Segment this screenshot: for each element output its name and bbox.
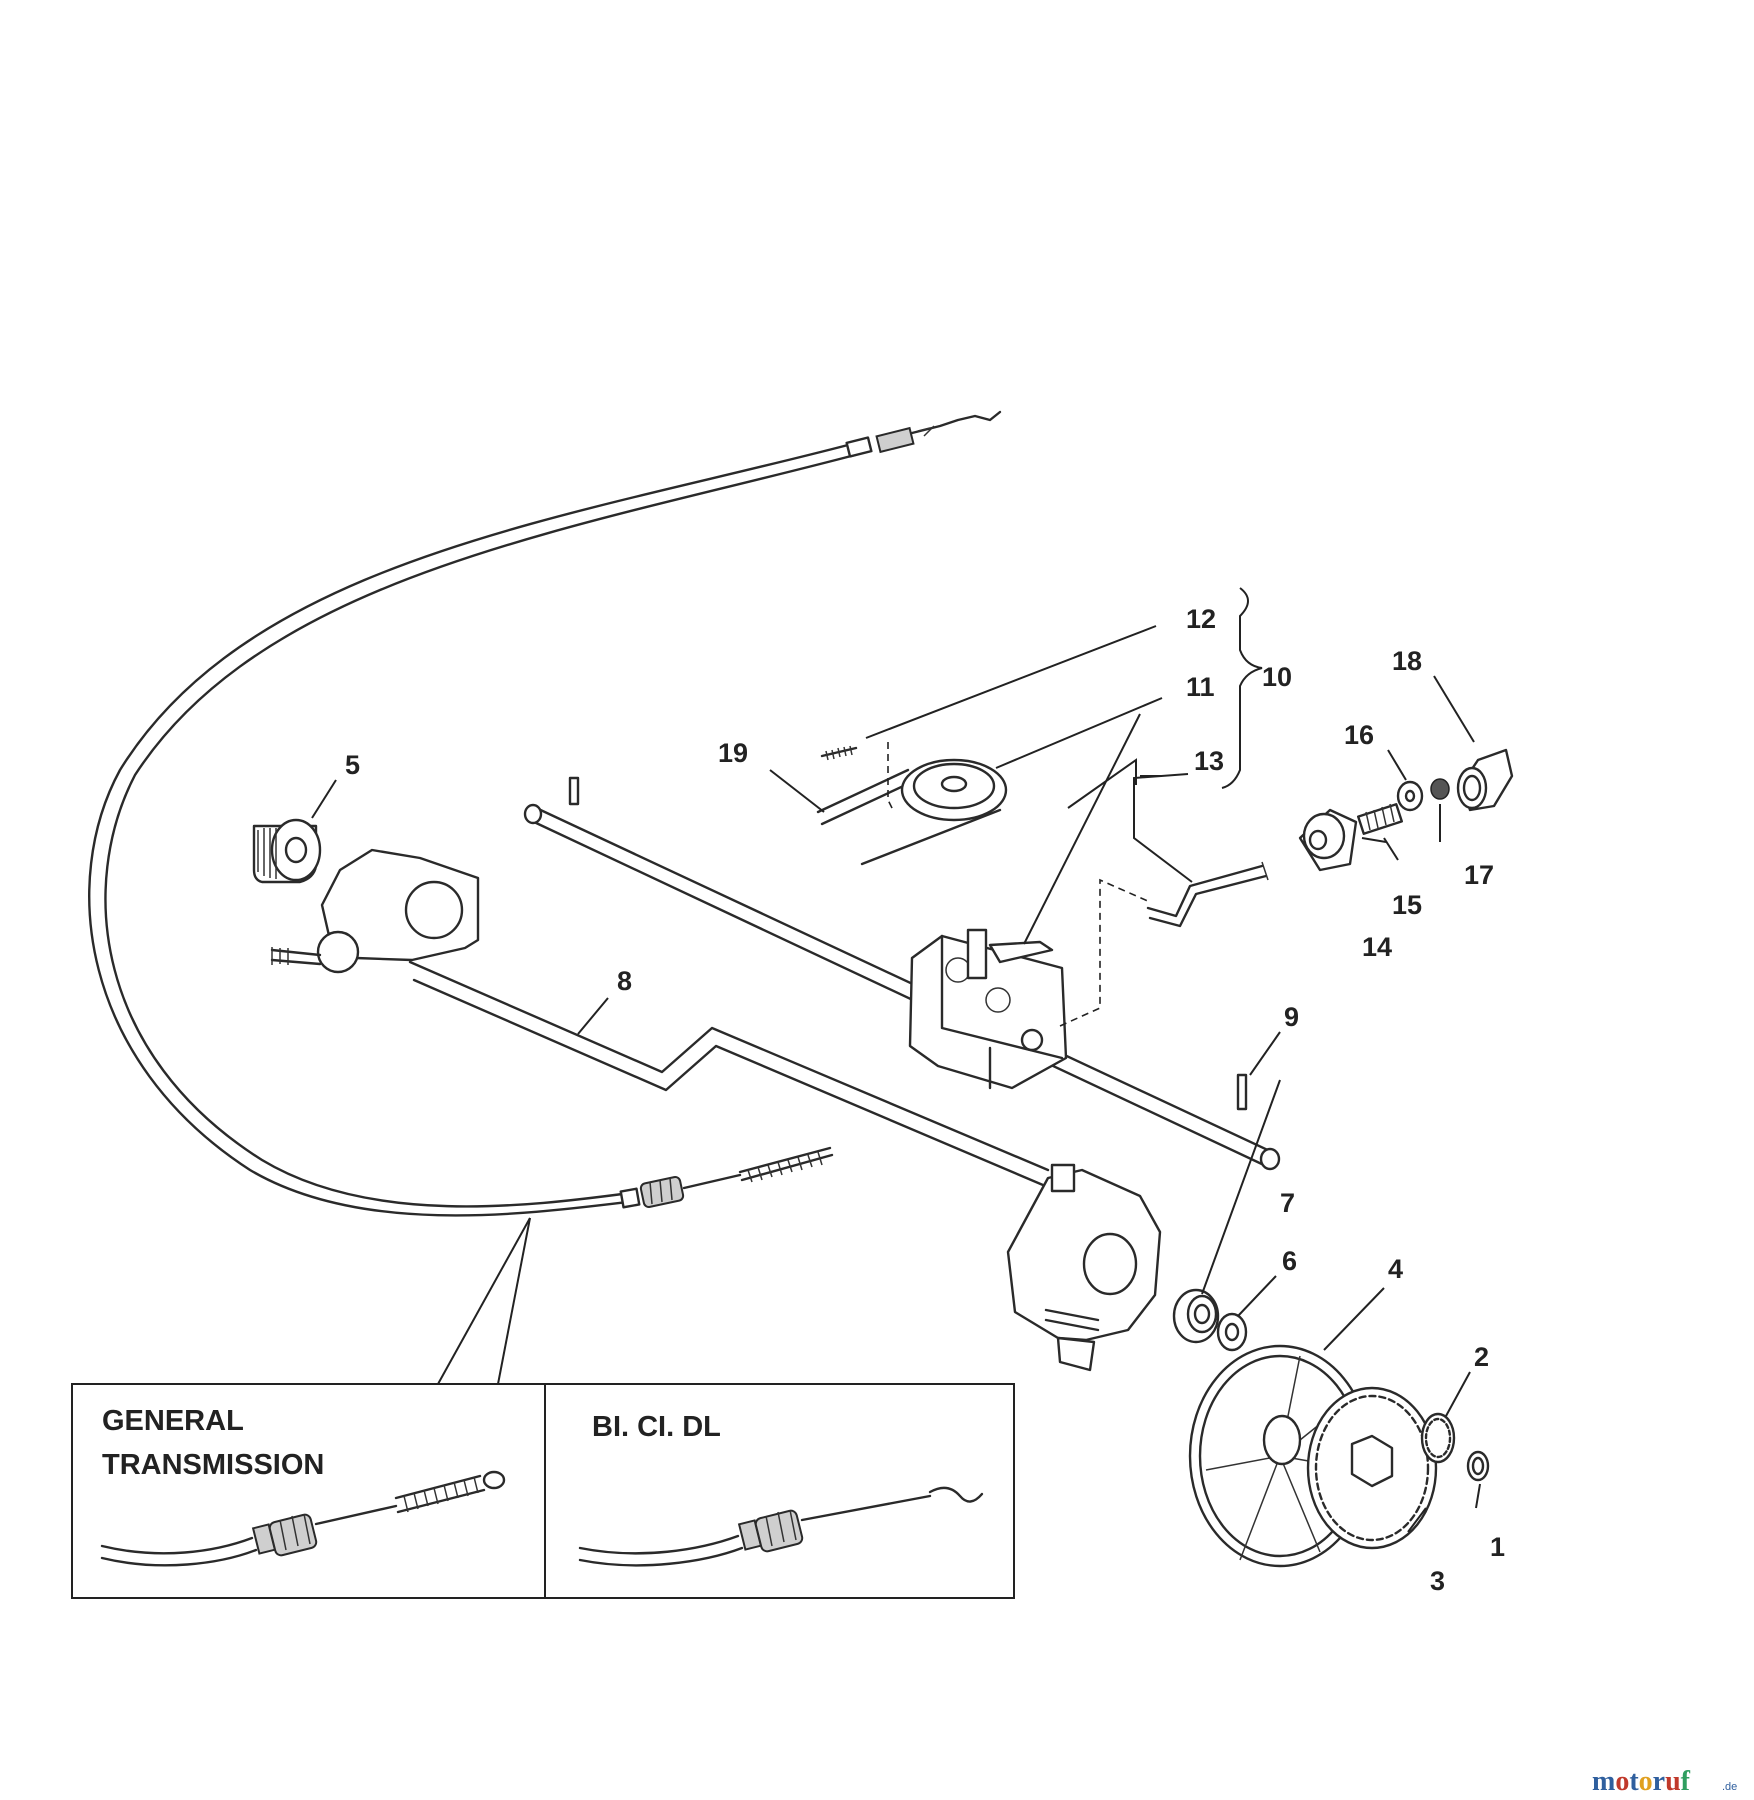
- part-13-rod: [1146, 861, 1269, 928]
- inset-cable-hook-end: [578, 1486, 984, 1567]
- brand-letter-5: u: [1665, 1766, 1681, 1797]
- part-1-circlip: [1466, 1450, 1490, 1482]
- callout-1: 1: [1490, 1532, 1505, 1562]
- part-18-cap: [1456, 748, 1514, 812]
- callout-9: 9: [1284, 1002, 1299, 1032]
- assembly-lines: [887, 742, 1151, 1027]
- callout-4: 4: [1388, 1254, 1403, 1284]
- control-cable: [88, 410, 1002, 1217]
- inset-frame: [71, 1383, 1015, 1599]
- part-5-pinion: [252, 818, 322, 884]
- drive-shaft: [523, 776, 1281, 1171]
- callout-5: 5: [345, 750, 360, 780]
- callout-11: 11: [1186, 672, 1215, 702]
- brand-letter-0: m: [1592, 1766, 1615, 1797]
- callout-15: 15: [1392, 890, 1422, 920]
- inset-cable-spring-end: [100, 1470, 506, 1567]
- part-14-cam: [1298, 808, 1358, 872]
- part-7-bearing: [1172, 1288, 1220, 1344]
- part-9-key: [1236, 1073, 1248, 1111]
- part-6-washer: [1216, 1312, 1248, 1352]
- callout-labels: 1 2 3 4 5 6 7 8 9 10 11 12 13 14 15 16 1…: [345, 604, 1505, 1596]
- callout-6: 6: [1282, 1246, 1297, 1276]
- part-15-spring: [1356, 803, 1404, 835]
- inset-blcldl-title: BI. CI. DL: [592, 1411, 721, 1443]
- callout-19: 19: [718, 738, 748, 768]
- callout-3: 3: [1430, 1566, 1445, 1596]
- motoruf-watermark: motoruf .de: [1592, 1766, 1737, 1797]
- callout-14: 14: [1362, 932, 1392, 962]
- brand-letter-4: r: [1653, 1766, 1665, 1797]
- inset-leaders: [437, 1217, 531, 1385]
- svg-text:motoruf: motoruf: [1592, 1766, 1691, 1797]
- brand-letter-2: t: [1629, 1766, 1639, 1797]
- callout-16: 16: [1344, 720, 1374, 750]
- part-11-pulley: [816, 758, 1008, 866]
- callout-8: 8: [617, 966, 632, 996]
- brand-suffix: .de: [1722, 1781, 1737, 1793]
- part-3-gear: [1306, 1386, 1438, 1550]
- part-10-gearbox: [908, 928, 1068, 1090]
- callout-leaders: [311, 587, 1481, 1533]
- part-12-pin: [820, 745, 858, 761]
- callout-12: 12: [1186, 604, 1216, 634]
- callout-17: 17: [1464, 860, 1494, 890]
- callout-13: 13: [1194, 746, 1224, 776]
- brand-letter-6: f: [1681, 1766, 1691, 1797]
- part-2-pinion: [1420, 1412, 1456, 1464]
- inset-general-title-line1: GENERAL: [102, 1405, 244, 1437]
- inset-general-title-line2: TRANSMISSION: [102, 1449, 324, 1481]
- callout-18: 18: [1392, 646, 1422, 676]
- brand-letter-1: o: [1615, 1766, 1629, 1797]
- part-17-nut: [1430, 778, 1450, 800]
- cable-variants-inset: GENERAL TRANSMISSION BI. CI. DL: [71, 1383, 1015, 1599]
- callout-7: 7: [1280, 1188, 1295, 1218]
- part-8-axle-assembly: [270, 848, 1162, 1372]
- callout-2: 2: [1474, 1342, 1489, 1372]
- brand-letter-3: o: [1639, 1766, 1653, 1797]
- callout-10: 10: [1262, 662, 1292, 692]
- part-16-washer: [1396, 780, 1424, 812]
